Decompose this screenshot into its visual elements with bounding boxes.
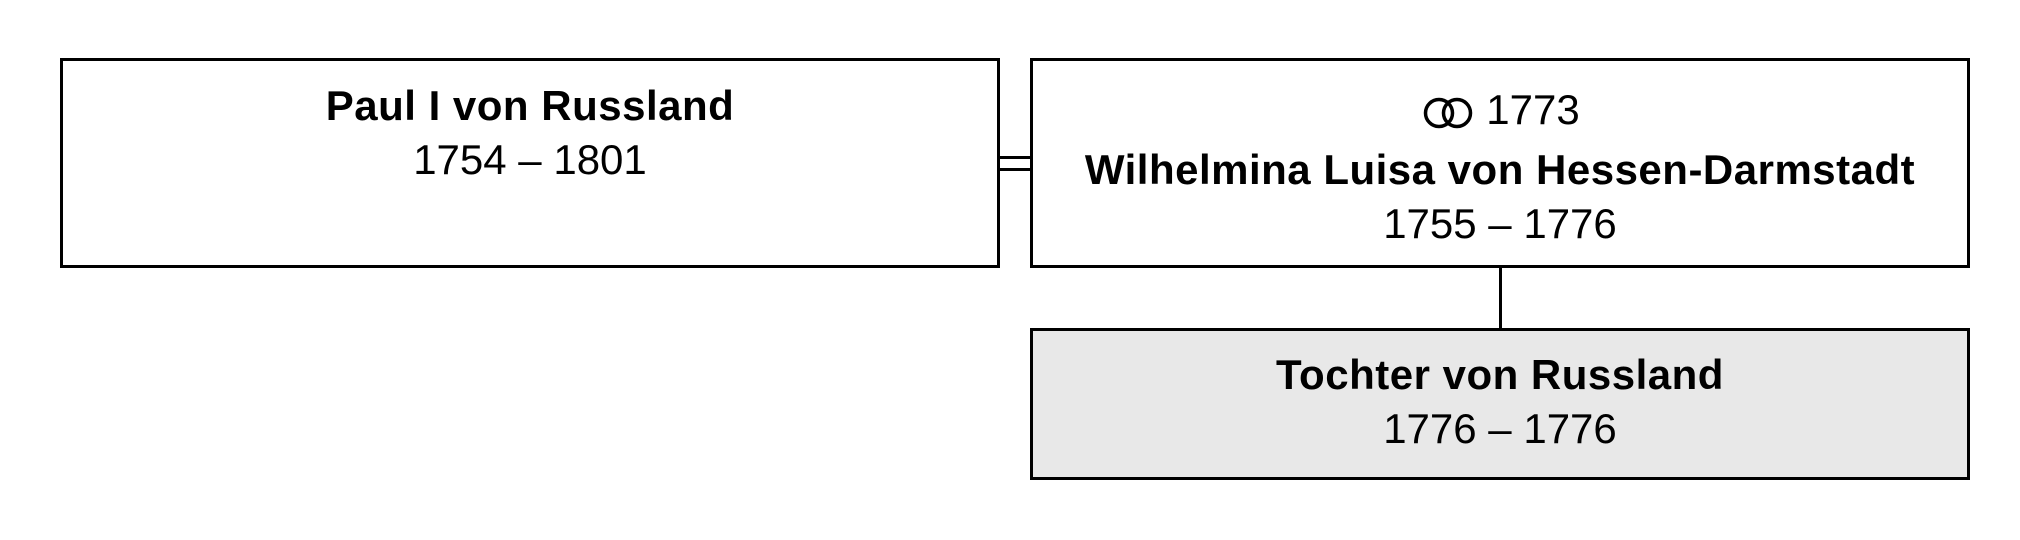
person-dates: 1776 – 1776: [1383, 405, 1617, 452]
wedding-rings-icon: [1420, 89, 1476, 143]
person-name: Wilhelmina Luisa von Hessen-Darmstadt: [1084, 146, 1916, 193]
marriage-connector-bottom: [1000, 168, 1030, 171]
marriage-year: 1773: [1486, 86, 1580, 133]
child-connector: [1499, 268, 1502, 330]
marriage-connector-top: [1000, 156, 1030, 159]
person-dates: 1755 – 1776: [1383, 200, 1617, 247]
person-box-paul: Paul I von Russland 1754 – 1801: [60, 58, 1000, 268]
person-name: Tochter von Russland: [1276, 351, 1724, 398]
person-dates: 1754 – 1801: [413, 136, 647, 183]
marriage-info: 1773: [1033, 83, 1967, 143]
person-box-tochter: Tochter von Russland 1776 – 1776: [1030, 328, 1970, 480]
person-box-wilhelmina: 1773 Wilhelmina Luisa von Hessen-Darmsta…: [1030, 58, 1970, 268]
person-name: Paul I von Russland: [325, 82, 735, 129]
